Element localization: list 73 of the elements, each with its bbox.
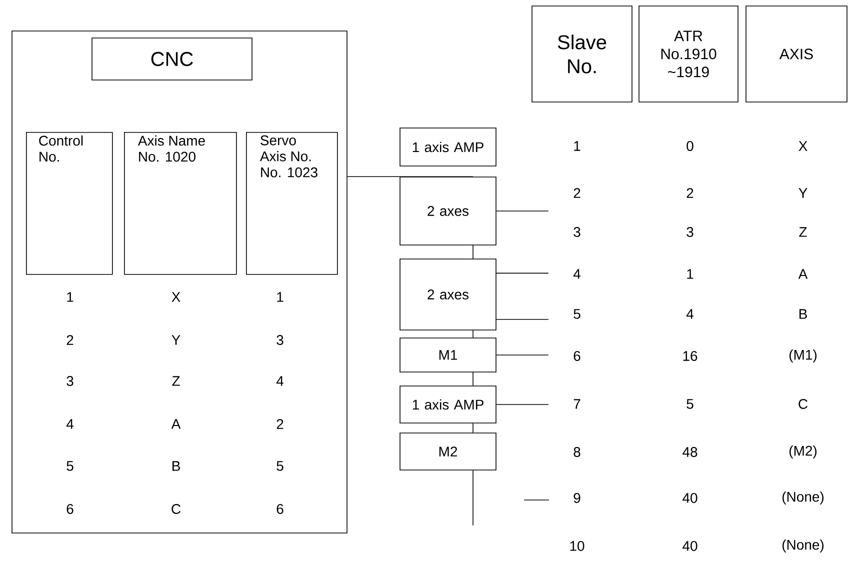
table-cell: 3 [276, 335, 284, 345]
connector-line [472, 423, 474, 433]
table-cell: 6 [276, 504, 284, 514]
connector-line [472, 372, 474, 386]
table-cell: 1 [574, 141, 580, 151]
header-box: Axis Name No. 1020 [124, 132, 237, 275]
table-cell: (M1) [789, 349, 817, 363]
table-cell: 3 [686, 227, 694, 237]
label-box: M1 [400, 338, 496, 372]
table-cell: (M2) [789, 445, 817, 459]
table-cell: X [798, 141, 808, 151]
label-box: Slave No. [532, 6, 632, 102]
label-box: AXIS [746, 6, 848, 102]
table-cell: 1 [277, 292, 284, 302]
table-cell: 4 [686, 309, 694, 319]
table-cell: 10 [570, 541, 584, 551]
table-cell: 4 [276, 376, 284, 386]
table-cell: 40 [682, 493, 698, 503]
table-cell: 8 [574, 447, 580, 457]
table-cell: Y [798, 188, 808, 198]
table-cell: 4 [66, 419, 74, 429]
table-cell: (None) [782, 539, 824, 553]
table-cell: X [172, 292, 180, 302]
panel-box [12, 30, 348, 534]
connector-line [496, 404, 549, 405]
table-cell: 6 [66, 504, 74, 514]
table-cell: 5 [574, 309, 580, 319]
connector-line [472, 330, 474, 338]
table-cell: 7 [574, 399, 580, 409]
header-box: Servo Axis No. No. 1023 [246, 132, 338, 275]
label-box: ATR No.1910 ~1919 [638, 6, 738, 102]
table-cell: Y [172, 335, 180, 345]
header-box: Control No. [26, 132, 113, 275]
table-cell: 48 [682, 447, 698, 457]
table-cell: A [798, 269, 808, 279]
table-cell: 6 [574, 351, 580, 361]
connector-line [472, 245, 474, 259]
connector-line [496, 354, 549, 356]
table-cell: C [798, 399, 808, 409]
table-cell: Z [799, 227, 807, 237]
table-cell: B [799, 309, 807, 319]
table-cell: Z [172, 376, 180, 386]
table-cell: 16 [683, 351, 698, 361]
table-cell: B [172, 461, 180, 471]
label-box: 2 axes [400, 176, 496, 246]
table-cell: 3 [574, 227, 580, 237]
table-cell: 2 [686, 188, 694, 198]
connector-line [496, 318, 549, 320]
connector-line [496, 210, 549, 212]
table-cell: 40 [682, 541, 698, 551]
table-cell: 9 [574, 493, 580, 503]
table-cell: 4 [573, 269, 580, 279]
label-box: M2 [400, 432, 496, 470]
connector-line [347, 176, 474, 177]
table-cell: 2 [276, 419, 284, 429]
table-cell: (None) [782, 491, 824, 505]
label-box: 2 axes [400, 258, 496, 330]
label-box: CNC [92, 38, 252, 80]
table-cell: 2 [574, 188, 580, 198]
table-cell: 5 [276, 461, 284, 471]
label-box: 1 axis AMP [400, 386, 496, 424]
label-box: 1 axis AMP [400, 128, 496, 166]
table-cell: 0 [686, 141, 694, 151]
connector-line [472, 470, 474, 526]
table-cell: A [171, 419, 181, 429]
connector-line [496, 272, 549, 274]
table-cell: 5 [66, 461, 74, 471]
table-cell: 2 [66, 335, 74, 345]
table-cell: 5 [686, 399, 694, 409]
table-cell: 1 [687, 269, 694, 279]
table-cell: 1 [67, 292, 74, 302]
table-cell: 3 [66, 376, 74, 386]
table-cell: C [172, 504, 181, 514]
